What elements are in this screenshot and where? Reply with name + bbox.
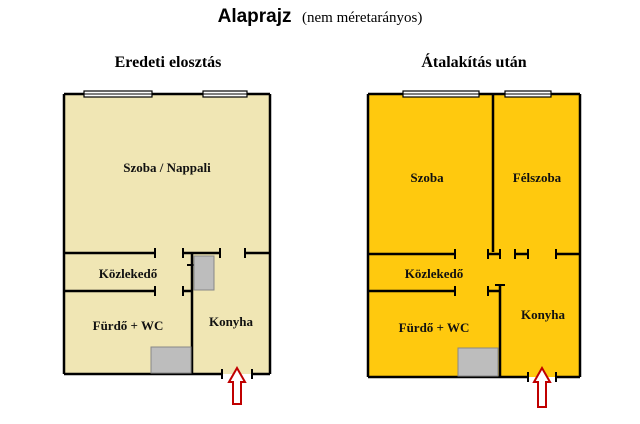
room-label-kitchen: Konyha <box>521 307 566 322</box>
room-label-room: Szoba <box>410 170 444 185</box>
title-main: Alaprajz <box>217 6 292 27</box>
room-label-bath: Fürdő + WC <box>93 318 164 333</box>
title-subtitle: (nem méretarányos) <box>302 10 423 26</box>
room-label-hall: Közlekedő <box>405 266 464 281</box>
room-label-bath: Fürdő + WC <box>399 320 470 335</box>
renovated-shower-tray <box>457 347 499 377</box>
renovated-floor-plan: Szoba Félszoba Közlekedő Fürdő + WC Kony… <box>366 90 582 408</box>
original-plan-heading: Eredeti elosztás <box>114 54 222 71</box>
room-label-hall: Közlekedő <box>99 266 158 281</box>
original-chimney-shaft <box>193 255 215 291</box>
renovated-floor-fill <box>368 94 580 377</box>
page-title: Alaprajz (nem méretarányos) <box>0 6 640 28</box>
renovated-windows <box>402 90 552 98</box>
entrance-arrow-icon <box>532 365 552 408</box>
renovated-plan-heading: Átalakítás után <box>421 54 527 71</box>
original-shower-tray <box>150 346 192 374</box>
renovated-door-ticks <box>454 249 557 382</box>
original-door-ticks <box>154 248 253 379</box>
original-floor-plan: Szoba / Nappali Közlekedő Fürdő + WC Kon… <box>62 90 272 405</box>
original-floor-fill <box>64 94 270 374</box>
room-label-kitchen: Konyha <box>209 314 254 329</box>
room-label-half-room: Félszoba <box>513 170 562 185</box>
original-windows <box>83 90 248 98</box>
entrance-arrow-icon <box>227 365 247 405</box>
room-label-living: Szoba / Nappali <box>123 160 211 175</box>
